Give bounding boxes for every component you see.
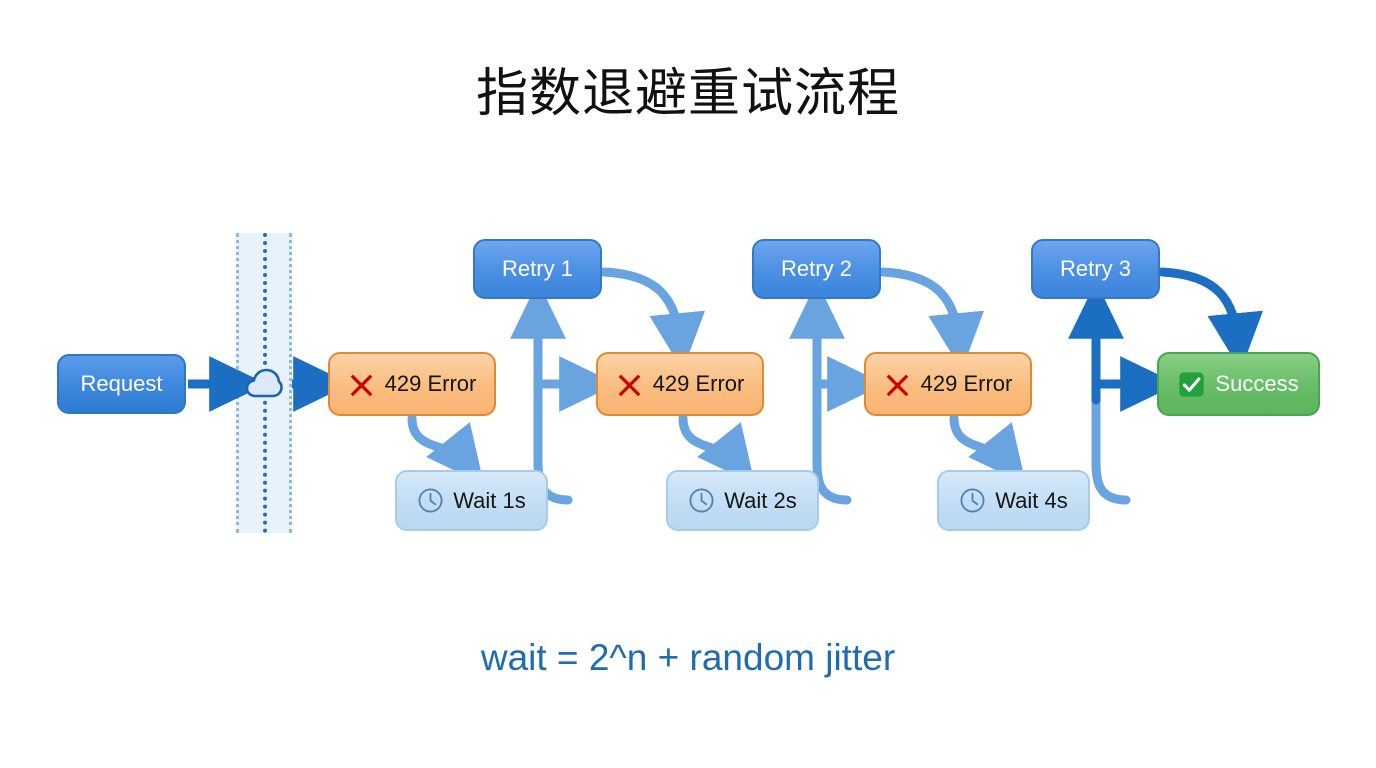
node-wait2[interactable]: Wait 2s: [666, 470, 819, 531]
node-wait3-label: Wait 4s: [995, 487, 1068, 513]
node-wait3[interactable]: Wait 4s: [937, 470, 1090, 531]
edge-wait3-riser-lower: [1091, 395, 1131, 505]
node-retry3[interactable]: Retry 3: [1031, 239, 1160, 299]
clock-icon-glyph: [418, 488, 443, 513]
edge-retry2-to-error3: [878, 267, 985, 371]
cross-icon: [348, 371, 375, 398]
cross-icon: [884, 371, 911, 398]
node-wait1[interactable]: Wait 1s: [395, 470, 548, 531]
edge-retry1-to-error2: [599, 267, 706, 371]
cloud-icon: [245, 364, 283, 402]
clock-icon: [688, 487, 715, 514]
cross-icon: [616, 371, 643, 398]
node-success-label: Success: [1215, 371, 1299, 396]
node-retry1[interactable]: Retry 1: [473, 239, 602, 299]
edge-retry3-to-success: [1157, 267, 1264, 371]
cross-icon-glyph: [618, 374, 640, 396]
clock-icon-glyph: [689, 488, 714, 513]
node-wait2-label: Wait 2s: [724, 487, 797, 513]
node-error1[interactable]: 429 Error: [328, 352, 496, 416]
clock-icon: [959, 487, 986, 514]
node-request-label: Request: [80, 371, 163, 396]
page-title: 指数退避重试流程: [475, 64, 900, 124]
check-icon-glyph: [1179, 371, 1205, 397]
clock-icon-glyph: [960, 488, 985, 513]
edge-wait2-to-retry2: [789, 281, 852, 505]
node-error1-label: 429 Error: [384, 371, 477, 396]
edge-error3-to-wait3: [949, 413, 1027, 485]
node-error3[interactable]: 429 Error: [864, 352, 1032, 416]
node-error2[interactable]: 429 Error: [596, 352, 764, 416]
node-error2-label: 429 Error: [652, 371, 745, 396]
cross-icon-glyph: [350, 374, 372, 396]
node-retry2-label: Retry 2: [781, 256, 852, 281]
formula-caption: wait = 2^n + random jitter: [480, 637, 896, 678]
cross-icon-glyph: [886, 374, 908, 396]
cloud-icon-glyph: [245, 368, 283, 398]
node-retry2[interactable]: Retry 2: [752, 239, 881, 299]
check-icon: [1178, 371, 1205, 398]
node-wait1-label: Wait 1s: [453, 487, 526, 513]
node-error3-label: 429 Error: [920, 371, 1013, 396]
node-retry3-label: Retry 3: [1060, 256, 1131, 281]
edge-error1-to-wait1: [407, 413, 485, 485]
node-success[interactable]: Success: [1157, 352, 1320, 416]
node-retry1-label: Retry 1: [502, 256, 573, 281]
edge-error2-to-wait2: [678, 413, 756, 485]
node-request[interactable]: Request: [57, 354, 186, 414]
clock-icon: [417, 487, 444, 514]
